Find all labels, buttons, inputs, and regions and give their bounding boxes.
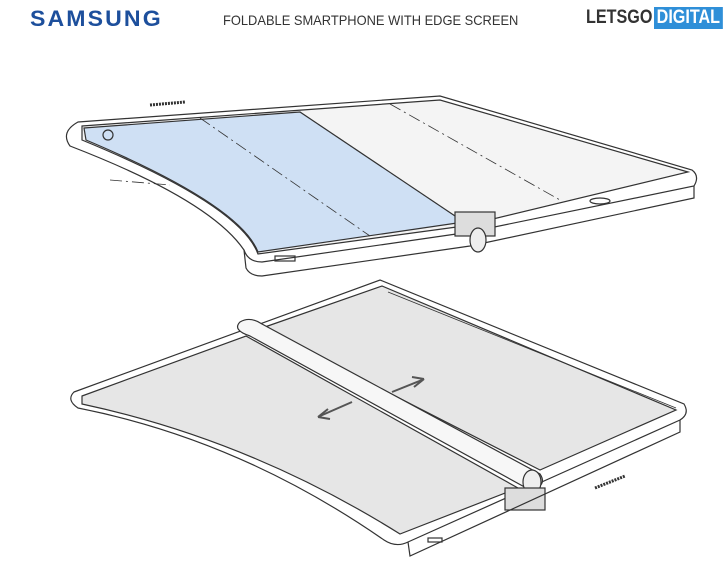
letsgodigital-logo: LETSGO DIGITAL: [586, 7, 723, 29]
folded-phone-illustration: [70, 279, 687, 557]
stylus-hinge: [237, 318, 543, 491]
arrow-icons: [317, 376, 425, 420]
page-title: FOLDABLE SMARTPHONE WITH EDGE SCREEN: [223, 12, 519, 28]
samsung-logo: SAMSUNG: [30, 6, 163, 31]
logo-part-1: LETSGO: [586, 7, 653, 28]
unfolded-phone-illustration: [65, 95, 698, 277]
logo-part-2: DIGITAL: [654, 7, 723, 29]
camera-icon: [102, 129, 114, 141]
